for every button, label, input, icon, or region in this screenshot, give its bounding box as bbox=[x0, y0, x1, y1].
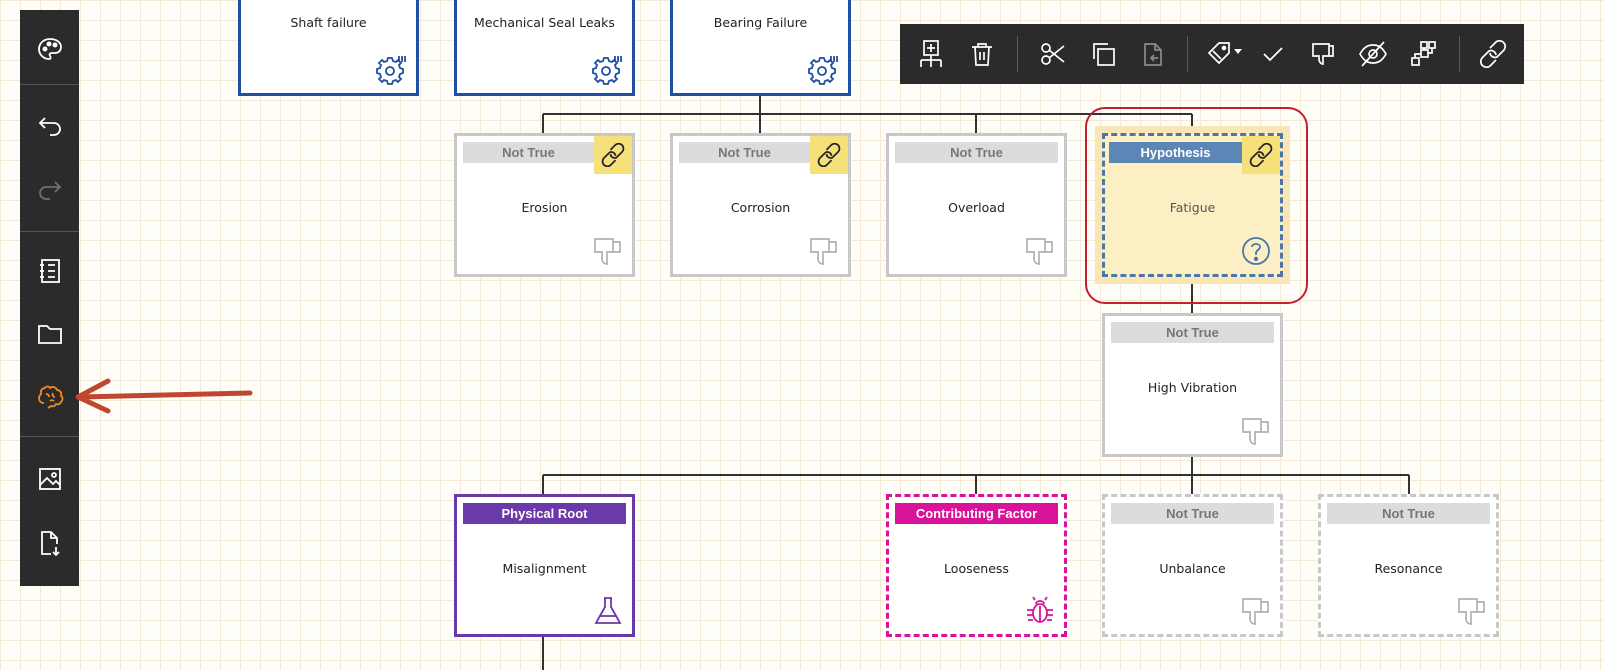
node-label: Erosion bbox=[521, 200, 568, 215]
thumbs-down-icon bbox=[1458, 598, 1485, 625]
status-badge: Not True bbox=[1111, 503, 1274, 524]
status-badge: Physical Root bbox=[463, 503, 626, 524]
thumbs-down-icon bbox=[1312, 43, 1334, 65]
brain-icon bbox=[37, 385, 63, 409]
image-button[interactable] bbox=[20, 451, 79, 507]
folder-icon bbox=[37, 325, 62, 344]
status-badge: Not True bbox=[463, 142, 594, 163]
palette-icon bbox=[37, 38, 62, 60]
node-label: Fatigue bbox=[1169, 200, 1216, 215]
thumbs-down-icon bbox=[1242, 598, 1269, 625]
thumbs-down-icon bbox=[594, 238, 621, 265]
thumbs-down-icon bbox=[1026, 238, 1053, 265]
node-label: Looseness bbox=[944, 561, 1009, 576]
redo-button[interactable] bbox=[20, 161, 79, 217]
image-icon bbox=[38, 468, 61, 490]
node-label: High Vibration bbox=[1147, 380, 1238, 395]
cause-node-resonance[interactable]: Not True Resonance bbox=[1318, 494, 1499, 637]
node-label: Overload bbox=[948, 200, 1005, 215]
layout-button[interactable] bbox=[1400, 24, 1446, 84]
node-label: Bearing Failure bbox=[713, 15, 808, 30]
node-label: Mechanical Seal Leaks bbox=[474, 15, 615, 30]
tag-dropdown-button[interactable] bbox=[1202, 24, 1248, 84]
cause-node-looseness[interactable]: Contributing Factor Looseness bbox=[886, 494, 1067, 637]
tree-layout-icon bbox=[1411, 41, 1436, 66]
paste-icon bbox=[1144, 43, 1162, 66]
link-icon bbox=[1479, 40, 1507, 68]
annotation-arrow bbox=[75, 378, 253, 414]
cause-node-fatigue[interactable]: Hypothesis Fatigue bbox=[1102, 133, 1283, 277]
thumbs-down-icon bbox=[1242, 418, 1269, 445]
link-badge[interactable] bbox=[594, 136, 632, 174]
cut-button[interactable] bbox=[1030, 24, 1076, 84]
checkmark-icon bbox=[1263, 47, 1283, 62]
add-child-icon bbox=[920, 40, 942, 67]
selection-highlight bbox=[1085, 107, 1308, 304]
cause-node-corrosion[interactable]: Not True Corrosion bbox=[670, 133, 851, 277]
status-badge: Not True bbox=[895, 142, 1058, 163]
cause-node-mechanical-seal-leaks[interactable]: Mechanical Seal Leaks bbox=[454, 0, 635, 96]
paste-button[interactable] bbox=[1130, 24, 1176, 84]
notebook-icon bbox=[39, 259, 60, 283]
undo-button[interactable] bbox=[20, 97, 79, 153]
cause-node-high-vibration[interactable]: Not True High Vibration bbox=[1102, 313, 1283, 457]
left-sidebar bbox=[20, 10, 79, 586]
status-badge: Not True bbox=[1111, 322, 1274, 343]
delete-button[interactable] bbox=[959, 24, 1005, 84]
node-label: Misalignment bbox=[502, 561, 587, 576]
link-badge[interactable] bbox=[1242, 136, 1280, 174]
bug-icon bbox=[1027, 596, 1053, 623]
mark-true-button[interactable] bbox=[1250, 24, 1296, 84]
folder-button[interactable] bbox=[20, 306, 79, 362]
gear-settings-icon bbox=[808, 56, 838, 85]
cause-node-overload[interactable]: Not True Overload bbox=[886, 133, 1067, 277]
mark-not-true-button[interactable] bbox=[1300, 24, 1346, 84]
copy-icon bbox=[1093, 43, 1115, 66]
gear-settings-icon bbox=[592, 56, 622, 85]
cause-node-shaft-failure[interactable]: Shaft failure bbox=[238, 0, 419, 96]
add-child-button[interactable] bbox=[908, 24, 954, 84]
chemistry-flask-icon bbox=[594, 597, 622, 624]
cut-icon bbox=[1041, 43, 1065, 65]
eye-off-icon bbox=[1359, 41, 1387, 67]
notes-button[interactable] bbox=[20, 243, 79, 299]
palette-button[interactable] bbox=[20, 22, 79, 78]
status-badge: Not True bbox=[1327, 503, 1490, 524]
link-button[interactable] bbox=[1470, 24, 1516, 84]
status-badge: Not True bbox=[679, 142, 810, 163]
cause-node-erosion[interactable]: Not True Erosion bbox=[454, 133, 635, 277]
status-badge: Hypothesis bbox=[1109, 142, 1242, 163]
undo-icon bbox=[38, 117, 61, 136]
brain-button[interactable] bbox=[20, 369, 79, 425]
link-icon bbox=[1249, 143, 1273, 167]
thumbs-down-icon bbox=[810, 238, 837, 265]
export-button[interactable] bbox=[20, 515, 79, 571]
link-icon bbox=[817, 143, 841, 167]
node-toolbar bbox=[900, 24, 1524, 84]
link-icon bbox=[601, 143, 625, 167]
cause-node-misalignment[interactable]: Physical Root Misalignment bbox=[454, 494, 635, 637]
cause-node-bearing-failure[interactable]: Bearing Failure bbox=[670, 0, 851, 96]
help-icon bbox=[1242, 237, 1270, 265]
gear-settings-icon bbox=[376, 56, 406, 85]
node-label: Corrosion bbox=[730, 200, 791, 215]
node-label: Resonance bbox=[1374, 561, 1443, 576]
trash-icon bbox=[972, 43, 992, 66]
hide-button[interactable] bbox=[1350, 24, 1396, 84]
document-download-icon bbox=[40, 531, 60, 557]
redo-icon bbox=[38, 181, 61, 200]
link-badge[interactable] bbox=[810, 136, 848, 174]
node-label: Shaft failure bbox=[290, 15, 367, 30]
status-badge: Contributing Factor bbox=[895, 503, 1058, 524]
node-label: Unbalance bbox=[1159, 561, 1226, 576]
copy-button[interactable] bbox=[1080, 24, 1126, 84]
cause-node-unbalance[interactable]: Not True Unbalance bbox=[1102, 494, 1283, 637]
tag-dropdown-icon bbox=[1207, 42, 1242, 65]
